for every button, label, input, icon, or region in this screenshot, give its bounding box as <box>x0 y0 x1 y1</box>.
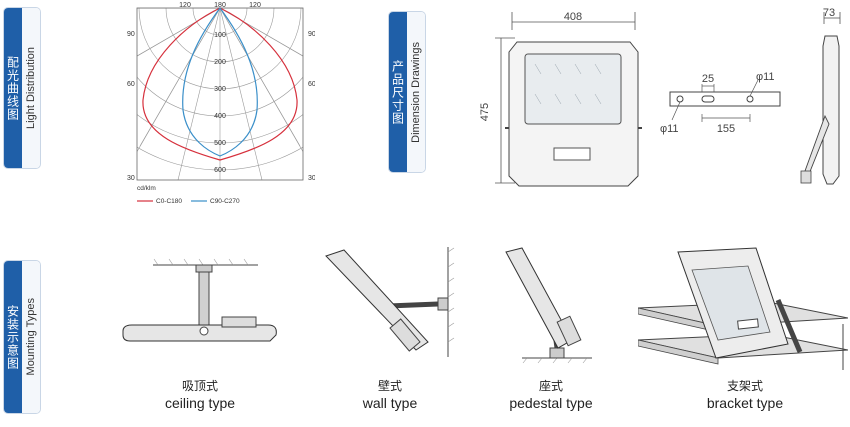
wall-type-cn: 壁式 <box>377 379 402 393</box>
radial-label-100: 100 <box>214 32 226 39</box>
width-dimension: 408 <box>564 11 582 23</box>
unit-label: cd/klm <box>137 185 156 192</box>
height-dimension: 475 <box>479 103 491 121</box>
radial-label-300: 300 <box>214 86 226 93</box>
mounting-types-tab: 安装示意图 Mounting Types <box>4 261 40 413</box>
legend-c0-c180: C0-C180 <box>156 198 182 205</box>
radial-label-400: 400 <box>214 113 226 120</box>
radial-label-200: 200 <box>214 59 226 66</box>
wall-mount-illustration <box>325 247 455 357</box>
side-view-drawing: 73 <box>800 7 841 185</box>
angle-label-left: 120 <box>179 2 191 9</box>
bracket-type-cn: 支架式 <box>726 379 763 393</box>
hole-diameter-bottom: φ11 <box>660 123 679 135</box>
hole-spacing-155: 155 <box>717 123 735 135</box>
dimension-drawings-tab: 产品尺寸图 Dimension Drawings <box>389 12 425 172</box>
light-distribution-cn: 配光曲线图 <box>5 55 20 121</box>
c0-c180-curve <box>142 7 298 161</box>
hole-spacing-25: 25 <box>702 73 714 85</box>
ceiling-type-cn: 吸顶式 <box>181 379 218 393</box>
bracket-hole-detail: 25 φ11 φ11 155 <box>660 71 781 135</box>
angle-60-right: 60 <box>308 81 315 88</box>
pedestal-mount-illustration <box>505 247 592 364</box>
angle-60-left: 60 <box>127 81 135 88</box>
radial-label-600: 600 <box>214 167 226 174</box>
c90-c270-curve <box>182 6 258 157</box>
pedestal-type-caption: 座式 pedestal type <box>486 378 616 412</box>
mounting-types-en: Mounting Types <box>25 298 37 376</box>
wall-type-caption: 壁式 wall type <box>330 378 450 412</box>
angle-90-left: 90 <box>127 31 135 38</box>
bracket-mount-illustration <box>638 247 848 370</box>
legend-c90-c270: C90-C270 <box>210 198 240 205</box>
angle-label-top: 180 <box>214 2 226 9</box>
bracket-type-en: bracket type <box>706 395 784 411</box>
ceiling-type-caption: 吸顶式 ceiling type <box>140 378 260 412</box>
dimension-drawings-en: Dimension Drawings <box>410 41 422 143</box>
light-distribution-en: Light Distribution <box>25 47 37 129</box>
bracket-type-caption: 支架式 bracket type <box>680 378 810 412</box>
ceiling-type-en: ceiling type <box>164 395 236 411</box>
pedestal-type-en: pedestal type <box>509 395 593 411</box>
dimension-drawings-cn: 产品尺寸图 <box>390 59 405 125</box>
angle-30-right: 30 <box>308 175 315 182</box>
ceiling-mount-illustration <box>122 258 277 342</box>
angle-label-right: 120 <box>249 2 261 9</box>
depth-dimension: 73 <box>823 7 835 19</box>
hole-diameter-top: φ11 <box>756 71 775 83</box>
wall-type-en: wall type <box>362 395 418 411</box>
front-view-drawing: 408 475 <box>479 11 642 187</box>
angle-90-right: 90 <box>308 31 315 38</box>
radial-label-500: 500 <box>214 140 226 147</box>
mounting-types-cn: 安装示意图 <box>5 304 20 370</box>
light-distribution-tab: 配光曲线图 Light Distribution <box>4 8 40 168</box>
pedestal-type-cn: 座式 <box>538 379 563 393</box>
light-distribution-polar-diagram: 120 180 120 90 90 60 60 30 30 100 200 30… <box>127 2 315 205</box>
angle-30-left: 30 <box>127 175 135 182</box>
